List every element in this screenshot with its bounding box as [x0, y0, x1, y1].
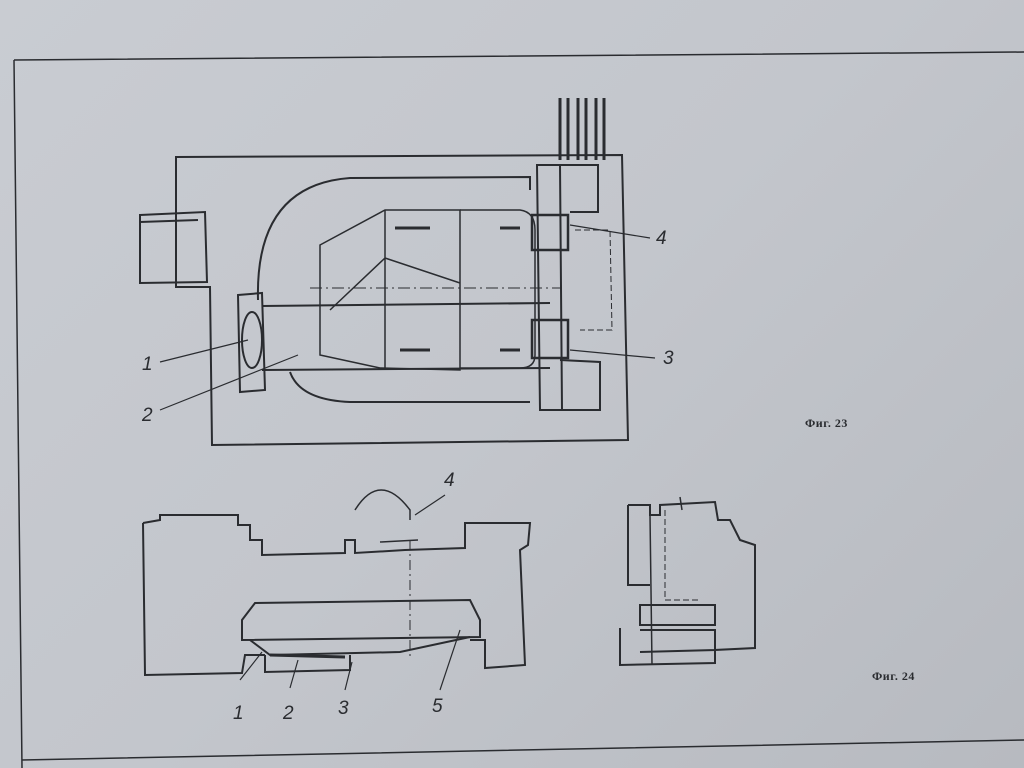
- fig24-label-4: 4: [444, 470, 455, 491]
- fig23-caption: Фиг. 23: [805, 416, 848, 430]
- sheet-border: [13, 51, 1024, 768]
- fig24-label-1: 1: [233, 703, 244, 724]
- fig23-label-3: 3: [663, 348, 674, 369]
- fig24-label-3: 3: [338, 698, 349, 719]
- fig23-label-1: 1: [142, 354, 153, 375]
- fig23-label-4: 4: [656, 228, 667, 249]
- fig24-caption: Фиг. 24: [872, 669, 915, 683]
- figure-24-drawing-side: [619, 496, 756, 667]
- fig23-label-2: 2: [142, 405, 153, 426]
- fig24-label-2: 2: [283, 703, 294, 724]
- figure-24-drawing-front: [142, 489, 532, 691]
- fig24-label-5: 5: [432, 696, 443, 717]
- figure-23-drawing: [139, 98, 656, 447]
